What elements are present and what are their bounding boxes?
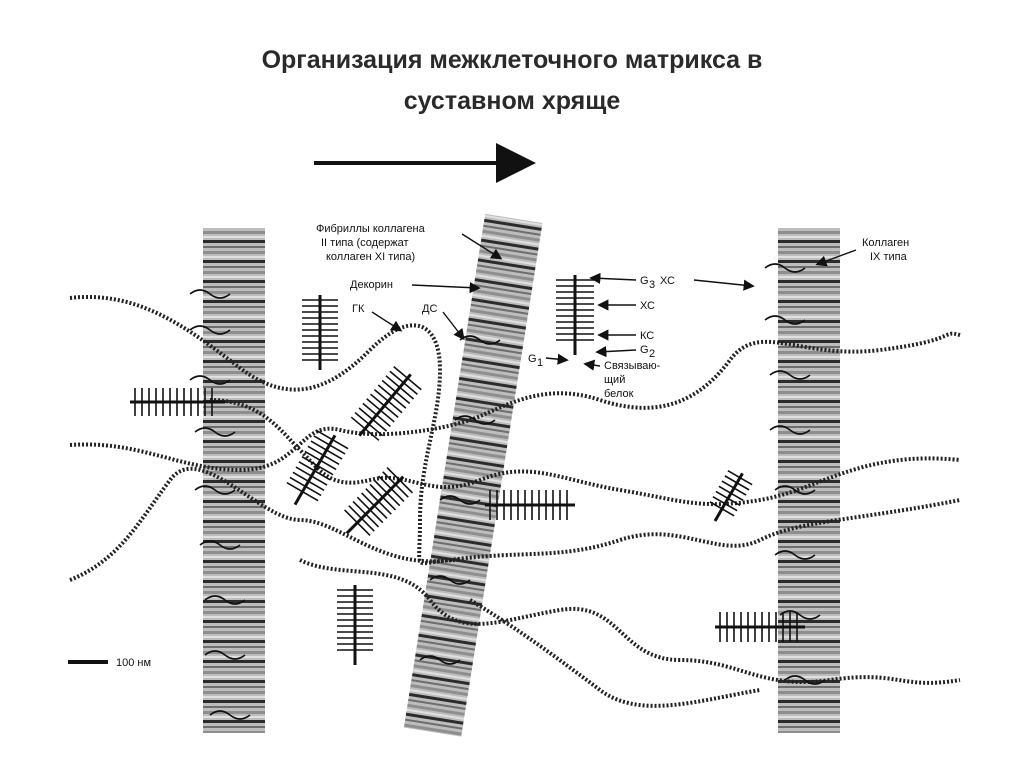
label-hyaluronic-acid: ГК bbox=[352, 303, 365, 315]
aggrecan-center bbox=[334, 464, 416, 546]
label-chondroitin-sulfate-top: ХС bbox=[660, 275, 675, 287]
label-link-protein-2: щий bbox=[604, 374, 625, 386]
aggrecan-right-small bbox=[703, 466, 755, 528]
label-link-protein-3: белок bbox=[604, 388, 634, 400]
label-dermatan-sulfate: ДС bbox=[422, 303, 437, 315]
label-collagen-fibrils-3: коллаген XI типа) bbox=[326, 251, 415, 263]
label-keratan-sulfate: КС bbox=[640, 330, 654, 342]
label-collagen-fibrils-2: II типа (содержат bbox=[321, 237, 409, 249]
aggrecan-top-center bbox=[556, 275, 594, 355]
label-g3: G bbox=[640, 275, 649, 287]
collagen-fibril-left bbox=[203, 228, 265, 733]
label-g3-sub: 3 bbox=[649, 279, 655, 291]
collagen-fibril-right bbox=[778, 228, 840, 733]
label-chondroitin-sulfate: ХС bbox=[640, 300, 655, 312]
label-decorin: Декорин bbox=[350, 279, 393, 291]
label-collagen-fibrils-1: Фибриллы коллагена bbox=[316, 223, 426, 235]
aggrecan-top-left bbox=[302, 295, 338, 370]
label-scale-bar: 100 нм bbox=[116, 657, 151, 669]
label-g2: G bbox=[640, 344, 649, 356]
label-link-protein-1: Связываю- bbox=[604, 360, 661, 372]
aggrecan-bottom-left bbox=[337, 585, 373, 665]
label-g1-sub: 1 bbox=[537, 357, 543, 369]
label-collagen-ix-1: Коллаген bbox=[862, 237, 909, 249]
label-g1: G bbox=[528, 353, 537, 365]
label-g2-sub: 2 bbox=[649, 348, 655, 360]
label-collagen-ix-2: IX типа bbox=[870, 251, 908, 263]
